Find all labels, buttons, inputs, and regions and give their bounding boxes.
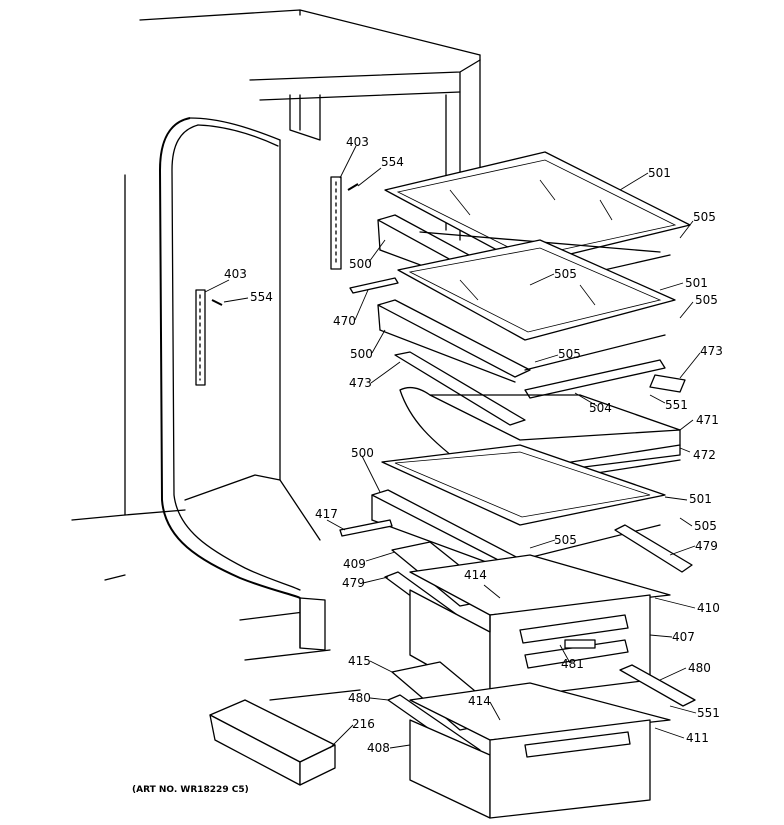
drawer-rail-473-left <box>394 351 526 426</box>
crisper-rail-479-right <box>614 524 693 573</box>
glass-shelf-lower <box>381 444 666 526</box>
shelf-ladder-right <box>330 176 342 270</box>
callout-216: 216 <box>352 717 375 731</box>
callout-481: 481 <box>561 657 584 671</box>
callout-409: 409 <box>343 557 366 571</box>
callout-410: 410 <box>697 601 720 615</box>
shelf-frame-500-middle <box>377 299 666 383</box>
callout-415: 415 <box>348 654 371 668</box>
art-number-caption: (ART NO. WR18229 C5) <box>132 785 249 795</box>
callout-479-left: 479 <box>342 576 365 590</box>
drawer-rail-504 <box>524 359 666 399</box>
callout-411: 411 <box>686 731 709 745</box>
callout-403-right: 403 <box>346 135 369 149</box>
callout-414-upper: 414 <box>464 568 487 582</box>
screw-icon <box>211 183 359 306</box>
callout-554-right: 554 <box>381 155 404 169</box>
callout-470: 470 <box>333 314 356 328</box>
callout-500-middle: 500 <box>350 347 373 361</box>
shelf-frame-500-lower <box>371 489 661 571</box>
shelf-rail-470 <box>349 277 399 294</box>
callout-500-lower: 500 <box>351 446 374 460</box>
shelf-ladder-left <box>195 289 206 386</box>
callout-403-left: 403 <box>224 267 247 281</box>
callout-labels: 403 554 403 554 501 505 500 505 501 505 … <box>224 135 723 755</box>
callout-505-middle-right: 505 <box>695 293 718 307</box>
callout-505-lower-right: 505 <box>694 519 717 533</box>
callout-480-right: 480 <box>688 661 711 675</box>
drawer-rail-473-right <box>649 374 686 393</box>
callout-417: 417 <box>315 507 338 521</box>
callout-551-upper: 551 <box>665 398 688 412</box>
callout-473-left: 473 <box>349 376 372 390</box>
callout-471: 471 <box>696 413 719 427</box>
callout-407: 407 <box>672 630 695 644</box>
callout-551-lower: 551 <box>697 706 720 720</box>
leader-lines <box>204 145 701 749</box>
door-bin-216 <box>209 699 336 786</box>
callout-473-right: 473 <box>700 344 723 358</box>
callout-505-middle-front: 505 <box>558 347 581 361</box>
callout-505-lower-front: 505 <box>554 533 577 547</box>
glass-shelf-middle <box>397 239 676 341</box>
callout-501-top: 501 <box>648 166 671 180</box>
callout-408: 408 <box>367 741 390 755</box>
callout-501-middle: 501 <box>685 276 708 290</box>
callout-504: 504 <box>589 401 612 415</box>
crisper-rail-480-right <box>619 664 696 707</box>
cabinet-outline <box>71 9 481 701</box>
callout-505-top-front: 505 <box>554 267 577 281</box>
shelf-rail-417 <box>339 519 393 537</box>
callout-500-top: 500 <box>349 257 372 271</box>
crisper-drawer-408 <box>409 682 671 819</box>
callout-480-left: 480 <box>348 691 371 705</box>
callout-479-right: 479 <box>695 539 718 553</box>
callout-472: 472 <box>693 448 716 462</box>
crisper-drawer-407 <box>409 554 671 701</box>
callout-554-left: 554 <box>250 290 273 304</box>
callout-414-lower: 414 <box>468 694 491 708</box>
callout-505-top-right: 505 <box>693 210 716 224</box>
callout-501-lower: 501 <box>689 492 712 506</box>
